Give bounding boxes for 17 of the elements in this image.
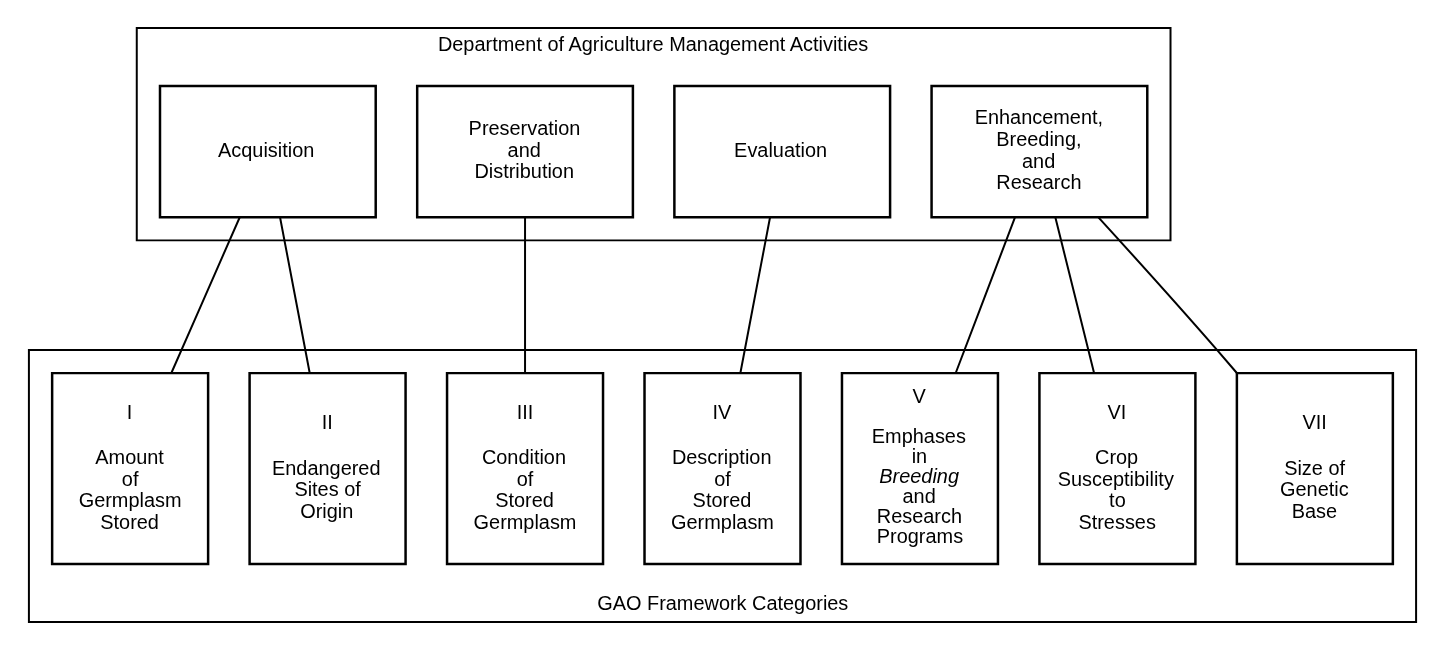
node-box: VI Crop Susceptibility to Stresses: [1038, 371, 1197, 566]
node-box: III Condition of Stored Germplasm: [445, 371, 605, 566]
node-box: I Amount of Germplasm Stored: [50, 371, 210, 566]
node-box: V Emphases in Breeding and Research Programs: [840, 371, 1000, 566]
connector: [170, 216, 241, 374]
node-box: VII Size of Genetic Base: [1235, 371, 1395, 566]
node-box: Enhancement, Breeding, and Research: [930, 84, 1149, 219]
connector: [954, 216, 1016, 374]
connector: [524, 216, 527, 374]
node-box: Acquisition: [158, 84, 377, 219]
node-box: IV Description of Stored Germplasm: [643, 371, 802, 566]
node-box: Evaluation: [673, 84, 892, 219]
connector: [279, 216, 311, 374]
node-box: Preservation and Distribution: [415, 84, 635, 219]
node-box: II Endangered Sites of Origin: [248, 371, 407, 566]
connector: [739, 216, 771, 374]
connector: [1054, 216, 1096, 374]
